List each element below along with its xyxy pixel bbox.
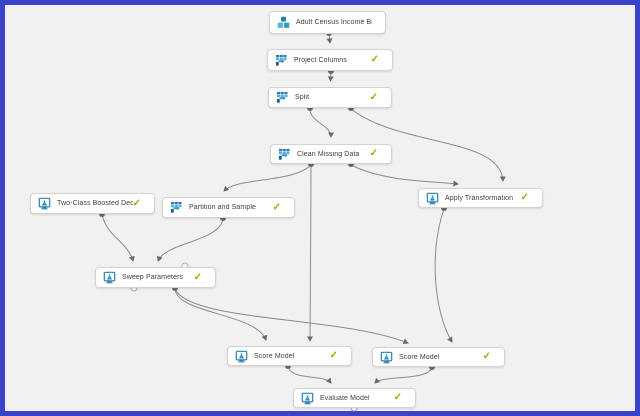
node-apply-transformation[interactable]: Apply Transformation ✓: [418, 188, 543, 208]
ml-module-icon: [380, 351, 393, 364]
node-split[interactable]: Split ✓: [268, 87, 392, 108]
status-check-icon: ✓: [520, 192, 529, 203]
node-evaluate-model[interactable]: Evaluate Model ✓: [293, 388, 416, 408]
edge-split-clean[interactable]: [309, 108, 334, 138]
node-label: Adult Census Income Binary C...: [296, 19, 372, 26]
node-label: Apply Transformation: [445, 194, 514, 202]
node-label: Score Model: [254, 352, 295, 360]
edge-clean-scoreL[interactable]: [307, 164, 314, 342]
ml-module-icon: [426, 192, 439, 205]
node-partition-and-sample[interactable]: Partition and Sample ✓: [162, 197, 295, 218]
status-check-icon: ✓: [132, 197, 141, 209]
edge-clean-partition[interactable]: [223, 164, 312, 192]
node-label: Split: [295, 94, 310, 101]
node-clean-missing-data[interactable]: Clean Missing Data ✓: [270, 144, 392, 164]
edge-sweep-scoreL[interactable]: [174, 288, 268, 341]
edge-clean-apply[interactable]: [350, 164, 459, 187]
edge-scoreR-evaluate[interactable]: [374, 367, 433, 384]
status-check-icon: ✓: [393, 392, 402, 403]
node-two-class-boosted-decision-tree[interactable]: Two-Class Boosted Decision T... ✓: [30, 193, 155, 214]
node-score-model-left[interactable]: Score Model ✓: [227, 346, 352, 366]
node-label: Clean Missing Data: [297, 150, 360, 158]
node-score-model-right[interactable]: Score Model ✓: [372, 347, 505, 367]
status-check-icon: ✓: [370, 54, 379, 65]
node-label: Project Columns: [294, 56, 347, 64]
edge-scoreL-evaluate[interactable]: [287, 366, 332, 384]
ml-module-icon: [103, 271, 116, 284]
node-dataset[interactable]: Adult Census Income Binary C...: [269, 11, 386, 34]
node-label: Sweep Parameters: [122, 274, 184, 281]
status-check-icon: ✓: [369, 148, 378, 159]
node-label: Partition and Sample: [189, 204, 256, 211]
node-project-columns[interactable]: Project Columns ✓: [267, 49, 393, 71]
status-check-icon: ✓: [272, 201, 281, 213]
status-check-icon: ✓: [193, 271, 202, 283]
node-label: Score Model: [399, 353, 440, 361]
dataset-icon: [277, 16, 290, 29]
status-check-icon: ✓: [369, 91, 378, 103]
table-transform-icon: [170, 201, 183, 214]
edge-partition-sweep[interactable]: [157, 218, 224, 262]
ml-module-icon: [235, 350, 248, 363]
ml-module-icon: [38, 197, 51, 210]
node-label: Evaluate Model: [320, 394, 370, 402]
node-sweep-parameters[interactable]: Sweep Parameters ✓: [95, 267, 216, 288]
status-check-icon: ✓: [482, 351, 491, 362]
ml-module-icon: [301, 392, 314, 405]
table-transform-icon: [278, 148, 291, 161]
table-transform-icon: [276, 91, 289, 104]
node-label: Two-Class Boosted Decision T...: [57, 200, 133, 207]
edge-split-apply[interactable]: [350, 108, 506, 182]
edge-tcbdt-sweep[interactable]: [101, 214, 135, 262]
status-check-icon: ✓: [329, 350, 338, 361]
edge-sweep-scoreR[interactable]: [174, 288, 409, 345]
edge-apply-scoreR[interactable]: [434, 208, 453, 343]
table-transform-icon: [275, 54, 288, 67]
